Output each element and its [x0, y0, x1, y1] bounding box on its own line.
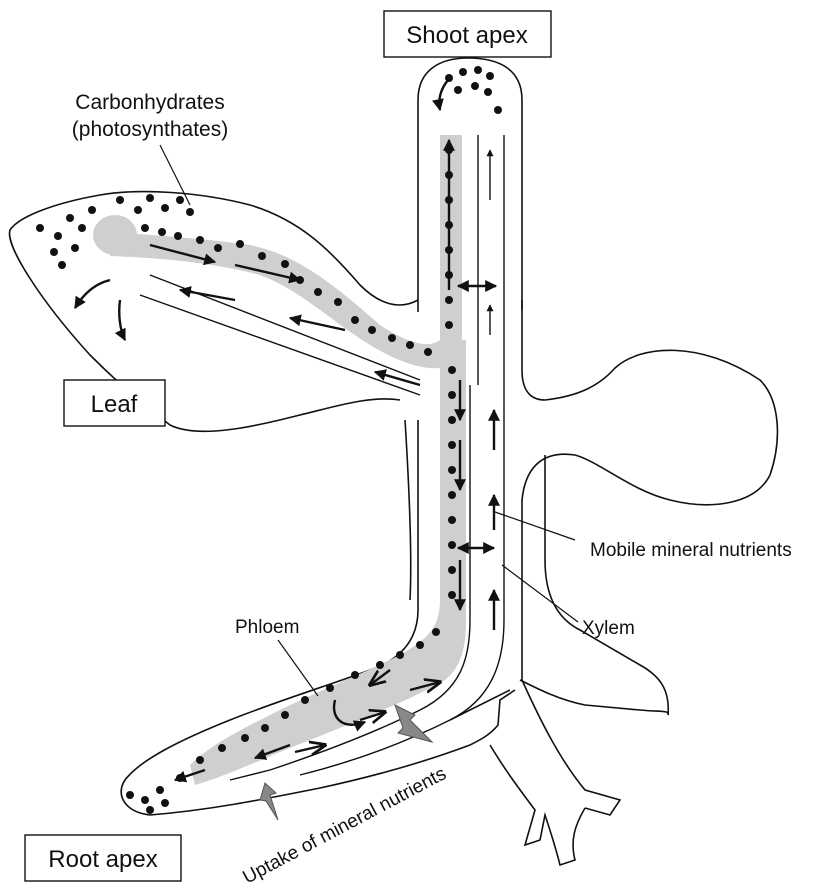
stem-right-edge	[522, 300, 777, 680]
phloem-band	[93, 135, 466, 785]
phloem-label: Phloem	[235, 617, 299, 638]
root-apex-label: Root apex	[48, 846, 157, 873]
branch-upper	[520, 680, 668, 715]
root-right-2	[490, 745, 585, 865]
shoot-apex-label: Shoot apex	[406, 22, 527, 49]
carbohydrates-label-line2: (photosynthates)	[72, 118, 228, 141]
uptake-label: Uptake of mineral nutrients	[239, 763, 449, 885]
photosynthate-dots	[36, 66, 502, 814]
shoot-apex-outline	[418, 58, 522, 312]
leaf-label: Leaf	[91, 391, 138, 418]
shoot-apex-label-box: Shoot apex	[384, 11, 551, 57]
leader-lines	[160, 145, 578, 696]
leaf-label-box: Leaf	[64, 380, 165, 426]
xylem-label: Xylem	[582, 618, 635, 639]
root-apex-label-box: Root apex	[25, 835, 181, 881]
uptake-arrow-lower	[260, 783, 278, 820]
stem-left-inner	[405, 420, 411, 600]
plant-outline	[10, 58, 778, 865]
mobile-nutrients-label: Mobile mineral nutrients	[590, 540, 792, 561]
carbohydrates-label-line1: Carbonhydrates	[75, 91, 224, 114]
root-right-1	[522, 680, 620, 815]
uptake-arrow-upper	[395, 705, 432, 742]
